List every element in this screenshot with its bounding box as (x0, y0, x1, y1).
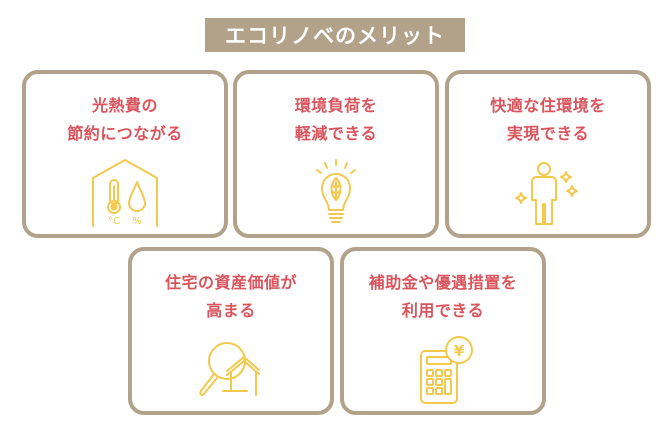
leaf-lightbulb-icon (296, 158, 376, 228)
card-asset-value: 住宅の資産価値が 高まる (128, 247, 334, 415)
card-caption: 環境負荷を 軽減できる (294, 96, 378, 143)
svg-text:%: % (132, 216, 142, 227)
card-caption: 快適な住環境を 実現できる (490, 96, 606, 143)
card-caption: 光熱費の 節約につながる (67, 96, 183, 143)
house-thermometer-humidity-icon: °C % (85, 158, 165, 228)
card-caption: 補助金や優遇措置を 利用できる (368, 273, 518, 320)
svg-text:¥: ¥ (454, 342, 465, 360)
card-subsidies: 補助金や優遇措置を 利用できる ¥ (340, 247, 546, 415)
title-banner: エコリノベのメリット (205, 18, 465, 52)
card-caption: 住宅の資産価値が 高まる (164, 273, 297, 320)
calculator-yen-icon: ¥ (403, 335, 483, 405)
card-utility-savings: 光熱費の 節約につながる °C % (22, 70, 228, 238)
magnifier-house-icon (191, 335, 271, 405)
title-text: エコリノベのメリット (225, 24, 445, 48)
svg-text:°C: °C (108, 216, 120, 227)
card-environment: 環境負荷を 軽減できる (233, 70, 439, 238)
person-sparkles-icon (508, 158, 588, 228)
card-comfort: 快適な住環境を 実現できる (445, 70, 651, 238)
